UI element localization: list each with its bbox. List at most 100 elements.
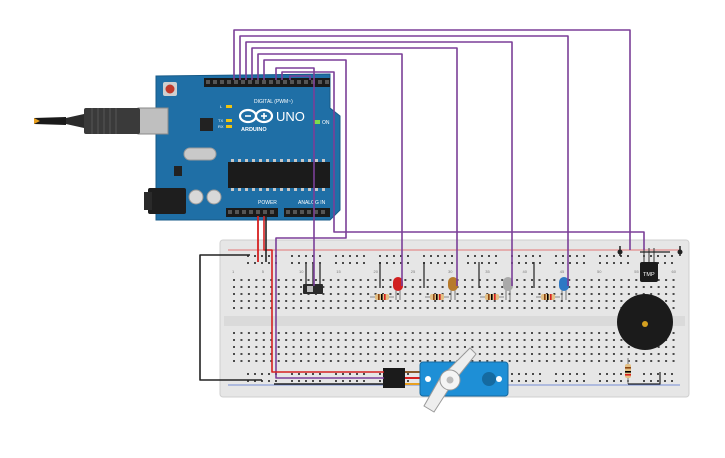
breadboard-hole — [240, 300, 243, 302]
breadboard-hole — [404, 300, 407, 302]
header-pin[interactable] — [220, 80, 224, 84]
breadboard-hole — [374, 346, 377, 348]
breadboard-hole — [374, 339, 377, 341]
breadboard-hole — [471, 300, 474, 302]
analog-pin[interactable] — [300, 210, 304, 214]
wire-buzzer-ground[interactable] — [628, 372, 661, 385]
rail-hole — [562, 373, 564, 375]
breadboard-hole — [665, 346, 668, 348]
analog-pin[interactable] — [286, 210, 290, 214]
header-pin[interactable] — [283, 80, 287, 84]
breadboard-hole — [359, 339, 362, 341]
arduino-uno[interactable]: DIGITAL (PWM~) POWER ANALOG IN ON L TX R… — [34, 73, 341, 221]
breadboard-hole — [404, 279, 407, 281]
blue-led[interactable] — [559, 277, 569, 300]
rail-hole — [430, 262, 432, 264]
orange-led[interactable] — [448, 277, 458, 300]
breadboard-hole — [240, 279, 243, 281]
chip-pin — [238, 159, 241, 162]
power-pin[interactable] — [270, 210, 274, 214]
header-pin[interactable] — [248, 80, 252, 84]
wire-to-servo-signal[interactable] — [263, 59, 384, 379]
tmp-sensor-label: TMP — [643, 272, 655, 278]
breadboard-hole — [598, 279, 601, 281]
white-led[interactable] — [503, 277, 513, 300]
wire-temp-analog[interactable] — [281, 71, 645, 250]
rail-hole — [349, 255, 351, 257]
wire-to-red-led[interactable] — [257, 53, 403, 286]
servo-motor[interactable] — [383, 347, 509, 413]
breadboard-hole — [307, 346, 310, 348]
piezo-buzzer[interactable] — [617, 294, 673, 350]
wire-servo-power[interactable] — [263, 216, 384, 373]
temperature-sensor[interactable]: TMP — [640, 248, 658, 282]
header-pin[interactable] — [255, 80, 259, 84]
header-pin[interactable] — [234, 80, 238, 84]
header-pin[interactable] — [206, 80, 210, 84]
power-pin[interactable] — [242, 210, 246, 214]
header-pin[interactable] — [318, 80, 322, 84]
header-pin[interactable] — [262, 80, 266, 84]
rail-hole — [379, 255, 381, 257]
wire-to-orange-led[interactable] — [251, 47, 458, 286]
wire-ground-loop[interactable] — [199, 254, 262, 381]
header-pin[interactable] — [311, 80, 315, 84]
chip-pin — [238, 188, 241, 191]
breadboard-hole — [531, 293, 533, 295]
analog-pin[interactable] — [307, 210, 311, 214]
reset-button[interactable] — [165, 84, 175, 94]
header-pin[interactable] — [269, 80, 273, 84]
column-number: 1 — [232, 269, 235, 274]
breadboard-hole — [635, 279, 638, 281]
breadboard-hole — [538, 293, 541, 295]
breadboard-hole — [463, 300, 466, 302]
analog-pin[interactable] — [321, 210, 325, 214]
breadboard-hole — [516, 360, 519, 362]
atmega-chip — [228, 162, 330, 188]
breadboard-hole — [545, 360, 548, 362]
breadboard-hole — [292, 279, 295, 281]
breadboard-hole — [352, 360, 355, 362]
power-pin[interactable] — [263, 210, 267, 214]
power-pin[interactable] — [256, 210, 260, 214]
power-pin[interactable] — [249, 210, 253, 214]
power-pin[interactable] — [228, 210, 232, 214]
breadboard-hole — [411, 286, 414, 288]
header-pin[interactable] — [276, 80, 280, 84]
header-pin[interactable] — [290, 80, 294, 84]
breadboard-hole — [568, 339, 571, 341]
breadboard-hole — [650, 293, 653, 295]
rail-hole — [657, 255, 659, 257]
wire-to-switch[interactable] — [275, 67, 315, 286]
slide-switch[interactable] — [303, 262, 323, 294]
red-led[interactable] — [393, 277, 403, 300]
chip-pin — [308, 188, 311, 191]
slide-switch-knob[interactable] — [307, 286, 313, 292]
header-pin[interactable] — [213, 80, 217, 84]
breadboard-hole — [545, 346, 548, 348]
power-pin[interactable] — [235, 210, 239, 214]
rail-hole — [481, 255, 483, 257]
analog-pin[interactable] — [314, 210, 318, 214]
rail-hole — [298, 255, 300, 257]
breadboard-hole — [285, 339, 288, 341]
wire-to-temp-sensor[interactable] — [233, 29, 631, 250]
header-pin[interactable] — [304, 80, 308, 84]
header-pin[interactable] — [227, 80, 231, 84]
breadboard-hole — [367, 339, 370, 341]
center-channel — [224, 316, 685, 326]
header-pin[interactable] — [325, 80, 329, 84]
header-pin[interactable] — [241, 80, 245, 84]
orange-led-body — [448, 277, 458, 291]
wire-short-loop[interactable] — [289, 75, 311, 80]
breadboard-hole — [545, 307, 548, 309]
analog-pin[interactable] — [293, 210, 297, 214]
header-pin[interactable] — [297, 80, 301, 84]
breadboard-hole — [419, 300, 422, 302]
wire-to-blue-led[interactable] — [239, 35, 569, 286]
servo-mount-hole-1 — [425, 376, 431, 382]
rail-hole — [467, 255, 469, 257]
breadboard-hole — [568, 346, 571, 348]
wire-to-white-led[interactable] — [245, 41, 513, 286]
rail-hole — [525, 380, 527, 382]
